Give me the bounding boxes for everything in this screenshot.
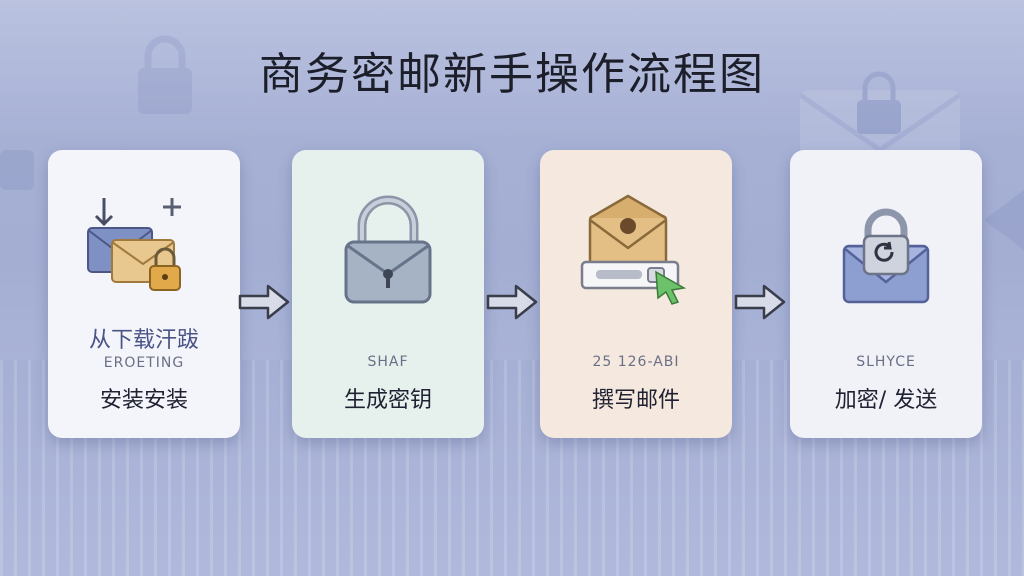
step-line1: 从下载汗跋 xyxy=(88,328,199,353)
background-fade xyxy=(0,0,1024,140)
flow-arrow-icon xyxy=(238,284,290,320)
step-card-compose[interactable]: 25 126-ABI 撰写邮件 xyxy=(540,150,732,438)
background-shield-icon xyxy=(0,150,34,190)
step-label: 撰写邮件 xyxy=(591,388,680,413)
flow-arrow-icon xyxy=(734,284,786,320)
padlock-icon xyxy=(344,195,432,304)
step-label: 安装安装 xyxy=(99,388,188,413)
encrypted-mail-icon xyxy=(842,208,930,304)
step-label: 生成密钥 xyxy=(343,388,432,413)
flow-arrow-icon xyxy=(486,284,538,320)
background-lock-icon xyxy=(138,35,192,114)
page-title: 商务密邮新手操作流程图 xyxy=(259,49,765,100)
background-plane-icon xyxy=(984,190,1024,250)
step-label: 加密/ 发送 xyxy=(834,388,938,413)
compose-mail-cursor-icon xyxy=(580,194,687,305)
step-line2: 25 126-ABI xyxy=(592,354,680,370)
step-card-encrypt-send[interactable]: SLHYCE 加密/ 发送 xyxy=(790,150,982,438)
step-line2: SHAF xyxy=(367,354,409,370)
step-card-generate-key[interactable]: SHAF 生成密钥 xyxy=(292,150,484,438)
download-mail-lock-icon xyxy=(87,198,181,291)
step-line2: SLHYCE xyxy=(856,354,916,370)
step-card-install[interactable]: 从下载汗跋 EROETING 安装安装 xyxy=(48,150,240,438)
step-line2: EROETING xyxy=(103,355,185,371)
